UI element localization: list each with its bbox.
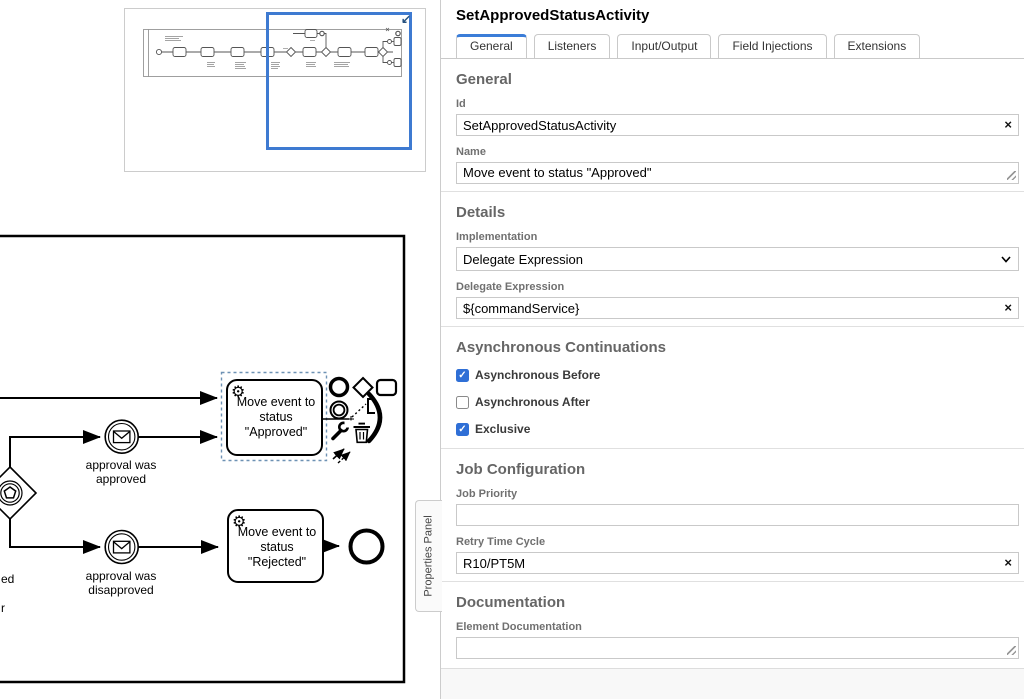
field-label-delegate-expression: Delegate Expression: [456, 281, 565, 293]
tab-input-output[interactable]: Input/Output: [617, 34, 712, 58]
sequence-flow[interactable]: [9, 518, 101, 554]
name-field[interactable]: Move event to status "Approved": [456, 162, 1019, 184]
section-job-configuration: Job Configuration Job Priority Retry Tim…: [441, 448, 1024, 581]
implementation-select[interactable]: Delegate Expression: [456, 247, 1019, 271]
message-catch-event-disapproved[interactable]: [104, 529, 139, 565]
section-heading: Documentation: [456, 594, 566, 611]
properties-panel-tab-label: Properties Panel: [423, 515, 436, 597]
clear-icon[interactable]: ×: [1004, 555, 1012, 570]
minimap-viewport[interactable]: [266, 12, 412, 150]
selection-outline: [220, 371, 328, 462]
task-label: status: [260, 540, 293, 554]
section-heading: Details: [456, 204, 506, 221]
retry-time-cycle-field[interactable]: [456, 552, 1019, 574]
pool-boundary: [0, 234, 406, 684]
clipped-label: r: [1, 601, 5, 615]
context-pad-trash-icon[interactable]: [353, 422, 371, 444]
checkbox-label: Asynchronous Before: [475, 368, 601, 382]
context-pad-task-icon[interactable]: [375, 378, 398, 397]
section-details: Details Implementation Delegate Expressi…: [441, 191, 1024, 326]
section-general: General Id × Name Move event to status "…: [441, 59, 1024, 191]
bpmn-canvas[interactable]: approval was approved approval was disap…: [0, 230, 442, 699]
event-label: approved: [96, 472, 146, 486]
section-heading: Job Configuration: [456, 461, 586, 478]
field-label-retry-time-cycle: Retry Time Cycle: [456, 536, 546, 548]
sequence-flow[interactable]: [9, 430, 101, 468]
element-documentation-field[interactable]: [456, 637, 1019, 659]
tab-bar: General Listeners Input/Output Field Inj…: [441, 24, 1024, 59]
task-label: Move event to: [238, 525, 317, 539]
properties-panel-toggle-tab[interactable]: Properties Panel: [415, 500, 442, 612]
checkbox-async-before[interactable]: ✓: [456, 368, 469, 382]
field-label-implementation: Implementation: [456, 231, 538, 243]
field-label-name: Name: [456, 146, 486, 158]
gear-icon: ⚙: [231, 384, 245, 401]
checkbox-label: Asynchronous After: [475, 395, 590, 409]
clear-icon[interactable]: ×: [1004, 300, 1012, 315]
context-pad-connect-icon[interactable]: [332, 448, 351, 464]
section-heading: General: [456, 71, 512, 88]
tab-listeners[interactable]: Listeners: [533, 34, 611, 58]
tab-extensions[interactable]: Extensions: [833, 34, 921, 58]
context-pad-text-annotation-icon[interactable]: [322, 391, 383, 444]
checkbox-async-after[interactable]: [456, 395, 469, 409]
context-pad: [322, 376, 398, 464]
id-field[interactable]: [456, 114, 1019, 136]
page-title: SetApprovedStatusActivity: [456, 7, 650, 24]
chevron-down-icon: [1001, 256, 1011, 263]
envelope-icon: [112, 430, 131, 444]
section-documentation: Documentation Element Documentation: [441, 581, 1024, 668]
service-task-approved[interactable]: ⚙ Move event to status "Approved": [226, 379, 323, 456]
checkbox-label: Exclusive: [475, 422, 531, 436]
context-pad-wrench-icon[interactable]: [331, 420, 352, 441]
task-label: "Approved": [245, 425, 307, 439]
event-label: disapproved: [88, 583, 153, 597]
section-heading: Asynchronous Continuations: [456, 339, 666, 356]
job-priority-field[interactable]: [456, 504, 1019, 526]
task-label: status: [259, 410, 292, 424]
tab-general[interactable]: General: [456, 34, 527, 58]
field-label-id: Id: [456, 98, 466, 110]
service-task-rejected[interactable]: ⚙ Move event to status "Rejected": [227, 509, 324, 583]
task-label: "Rejected": [248, 555, 306, 569]
implementation-selected-value: Delegate Expression: [463, 251, 583, 267]
tab-field-injections[interactable]: Field Injections: [718, 34, 827, 58]
resize-grip-icon[interactable]: [1007, 171, 1016, 180]
minimap-thumbnail: [143, 27, 402, 77]
event-based-gateway[interactable]: [0, 465, 38, 521]
field-label-job-priority: Job Priority: [456, 488, 518, 500]
end-event[interactable]: [348, 528, 385, 565]
checkbox-exclusive[interactable]: ✓: [456, 422, 469, 436]
context-pad-end-event-icon[interactable]: [328, 376, 350, 398]
minimap[interactable]: ↙: [124, 8, 426, 172]
clear-icon[interactable]: ×: [1004, 117, 1012, 132]
clipped-label: ed: [1, 572, 14, 586]
delegate-expression-field[interactable]: [456, 297, 1019, 319]
section-async-continuations: Asynchronous Continuations ✓ Asynchronou…: [441, 326, 1024, 448]
field-label-element-documentation: Element Documentation: [456, 621, 582, 633]
message-catch-event-approved[interactable]: [104, 419, 139, 455]
minimap-toggle-icon[interactable]: ↙: [400, 12, 411, 26]
context-pad-gateway-icon[interactable]: [352, 376, 374, 399]
properties-panel: SetApprovedStatusActivity General Listen…: [440, 0, 1024, 699]
task-label: Move event to: [237, 395, 316, 409]
event-label: approval was: [86, 458, 157, 472]
gear-icon: ⚙: [232, 514, 246, 531]
envelope-icon: [112, 540, 131, 554]
event-label: approval was: [86, 569, 157, 583]
resize-grip-icon[interactable]: [1007, 646, 1016, 655]
